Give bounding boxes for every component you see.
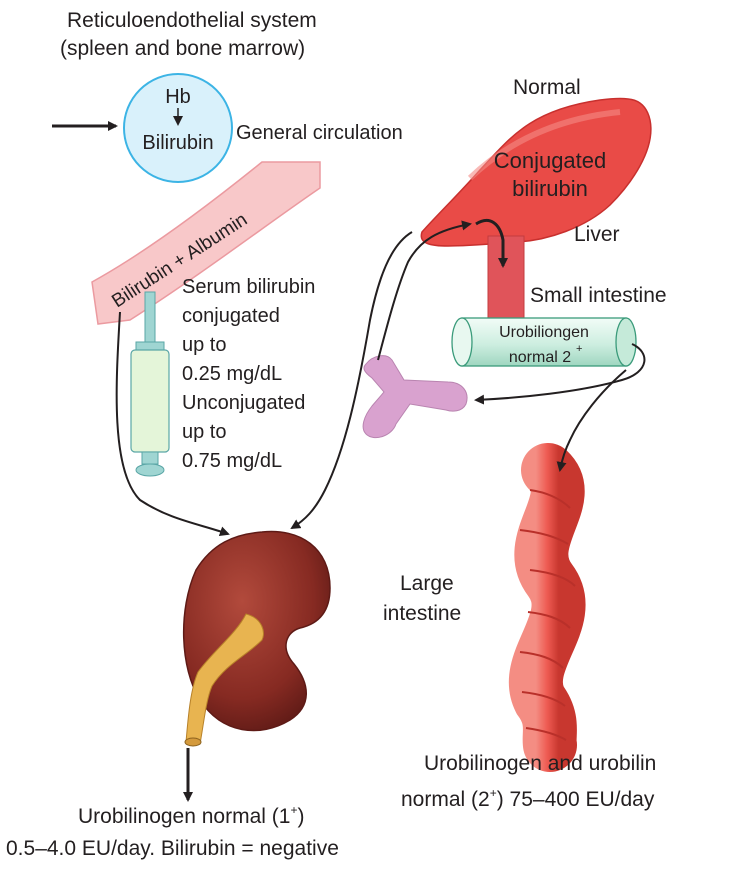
large-label: Large [400,572,454,595]
res-title: Reticuloendothelial system [67,9,317,32]
large-intestine-illustration [508,443,586,772]
feces-line-2-post: ) 75–400 EU/day [497,788,655,811]
normal-label: Normal [513,76,581,99]
intestine-label: intestine [383,602,461,625]
urine-line-1-pre: Urobilinogen normal (1 [78,805,290,828]
serum-line-1: Serum bilirubin [182,276,315,298]
conjugated-label: Conjugated [494,148,607,173]
serum-line-3: up to [182,334,226,356]
res-subtitle: (spleen and bone marrow) [60,37,305,60]
serum-line-2: conjugated [182,305,280,327]
serum-line-7: 0.75 mg/dL [182,450,282,472]
urine-line-1-sup: + [290,803,297,817]
feces-line-2-pre: normal (2 [401,788,490,811]
tube-normal-label: normal 2 [509,349,571,366]
tube-urobilinogen-label: Urobiliongen [499,324,589,341]
arrow-intestine-to-colon [556,369,627,472]
serum-line-5: Unconjugated [182,392,305,414]
serum-line-6: up to [182,421,226,443]
conjugated-bilirubin-label: bilirubin [512,176,588,201]
bilirubin-label: Bilirubin [142,132,213,154]
feces-line-2: normal (2+) 75–400 EU/day [401,786,655,811]
general-circulation-label: General circulation [236,122,403,144]
urine-line-2: 0.5–4.0 EU/day. Bilirubin = negative [6,837,339,860]
arrow-liver-to-intestine [475,218,508,268]
urine-line-1: Urobilinogen normal (1+) [78,803,304,828]
feces-line-2-sup: + [490,786,497,800]
bile-duct [487,235,525,321]
arrow-receptor-to-liver [377,220,472,361]
reticuloendothelial-node [123,73,233,183]
kidney-illustration [183,530,331,747]
syringe-illustration [130,291,170,477]
bilirubin-albumin-band [91,161,321,325]
urine-line-1-post: ) [297,805,304,828]
liver-label: Liver [574,223,620,246]
tube-normal-superscript: + [576,343,582,355]
arrow-band-to-kidney [115,311,230,537]
arrow-liver-to-kidney [290,231,413,530]
feces-line-1: Urobilinogen and urobilin [424,752,656,775]
hb-label: Hb [165,86,191,108]
receptor-y-shape [362,355,468,439]
small-intestine-label: Small intestine [530,284,667,307]
small-intestine-tube [451,317,637,367]
serum-line-4: 0.25 mg/dL [182,363,282,385]
